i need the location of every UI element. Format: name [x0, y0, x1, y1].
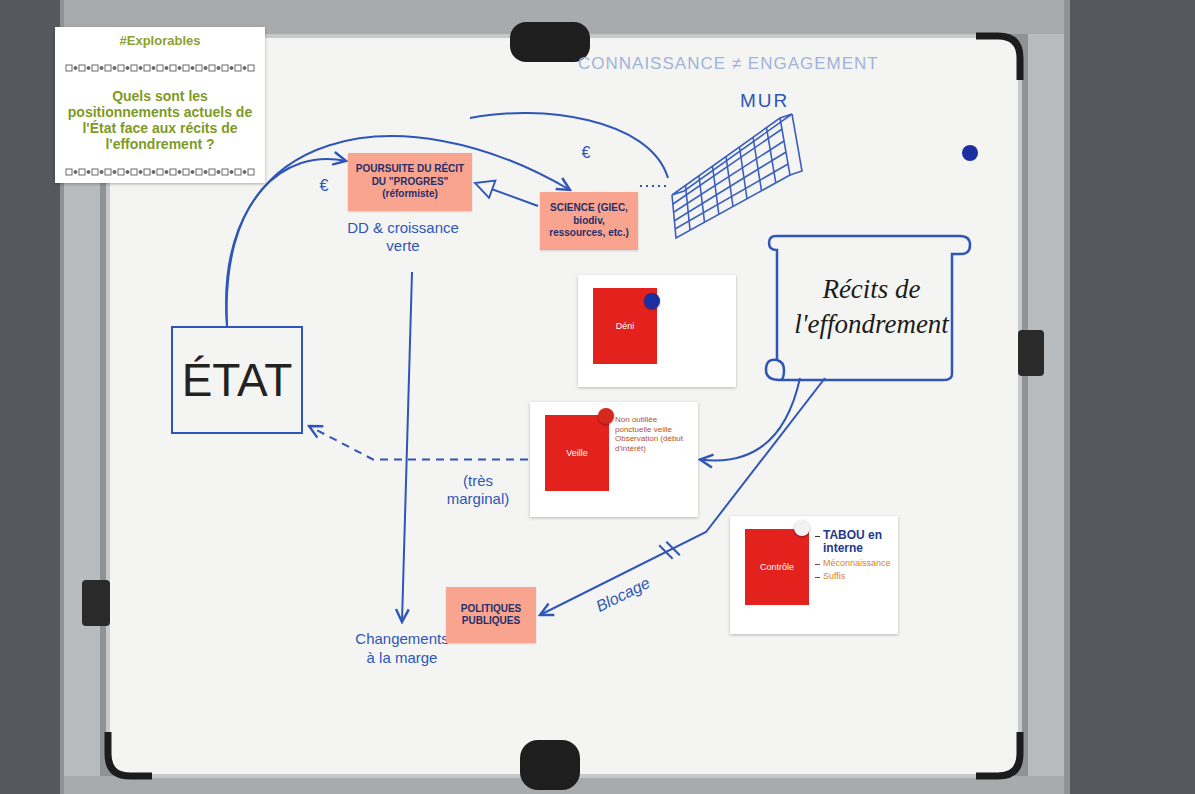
node-text: SCIENCE (GIEC, biodiv, ressources, etc.)	[544, 202, 634, 240]
card: ContrôleTABOU en interneMéconnaissanceSu…	[730, 516, 898, 634]
connector	[309, 426, 528, 460]
scroll-shape: Récits de l'effondrement	[760, 228, 975, 386]
title-question: Quels sont les positionnements actuels d…	[61, 88, 259, 152]
card-notes: Non outillée ponctuelle veille Observati…	[615, 415, 692, 453]
connector	[226, 136, 570, 326]
connector	[227, 159, 346, 326]
edge-label: (très marginal)	[431, 472, 525, 508]
scroll-path	[766, 236, 970, 380]
card-note: TABOU en interne	[815, 529, 892, 555]
icon-row	[65, 64, 255, 73]
clip	[520, 740, 580, 790]
corner-bracket	[108, 732, 152, 776]
card-note: Suffis	[815, 571, 892, 581]
state-box: ÉTAT	[171, 326, 303, 434]
connector	[700, 378, 800, 460]
board-heading: CONNAISSANCE ≠ ENGAGEMENT	[578, 54, 879, 74]
sticky-note: POLITIQUES PUBLIQUES	[446, 587, 536, 643]
card-notes: TABOU en interneMéconnaissanceSuffis	[815, 529, 892, 581]
wall-drawing	[672, 114, 802, 238]
dotted-link	[640, 185, 668, 187]
icon-row	[65, 168, 255, 177]
hinge	[1018, 330, 1044, 376]
corner-bracket	[976, 36, 1020, 80]
sticky-note: SCIENCE (GIEC, biodiv, ressources, etc.)	[540, 192, 638, 250]
sticky-note: POURSUITE DU RÉCIT DU "PROGRES" (réformi…	[348, 153, 472, 211]
outcome-note: Changements à la marge	[352, 630, 452, 668]
edge-label: €	[318, 176, 331, 195]
frame	[60, 0, 1070, 794]
node-caption: DD & croissance verte	[338, 219, 468, 255]
wall-label: MUR	[740, 90, 789, 112]
card: VeilleNon outillée ponctuelle veille Obs…	[530, 402, 698, 517]
red-square: Veille	[545, 415, 609, 491]
magnet	[598, 408, 614, 424]
downward-arrow	[402, 272, 412, 622]
return-arc	[470, 113, 668, 178]
tag-slot: #Explorables	[120, 33, 201, 48]
title-sheet: #Explorables Quels sont les positionneme…	[55, 27, 265, 183]
card-note: Non outillée ponctuelle veille Observati…	[615, 415, 692, 453]
node-text: Récits de l'effondrement	[782, 272, 961, 342]
node-text: POURSUITE DU RÉCIT DU "PROGRES" (réformi…	[352, 163, 468, 201]
node-text: POLITIQUES PUBLIQUES	[450, 603, 532, 628]
magnet	[794, 520, 810, 536]
connector	[475, 183, 538, 206]
scroll-outline	[760, 228, 975, 386]
right-post	[1028, 0, 1064, 794]
magnet	[644, 293, 660, 309]
hashtag: #Explorables	[120, 33, 201, 48]
block-mark	[659, 542, 680, 559]
node-text: ÉTAT	[182, 353, 293, 407]
red-square: Contrôle	[745, 529, 809, 605]
card: Déni	[578, 275, 736, 387]
hinge	[82, 580, 110, 626]
magnet	[962, 145, 978, 161]
title-slot: Quels sont les positionnements actuels d…	[61, 88, 259, 152]
edge-label: €	[580, 143, 593, 162]
corner-bracket	[976, 732, 1020, 776]
card-note: Méconnaissance	[815, 558, 892, 568]
